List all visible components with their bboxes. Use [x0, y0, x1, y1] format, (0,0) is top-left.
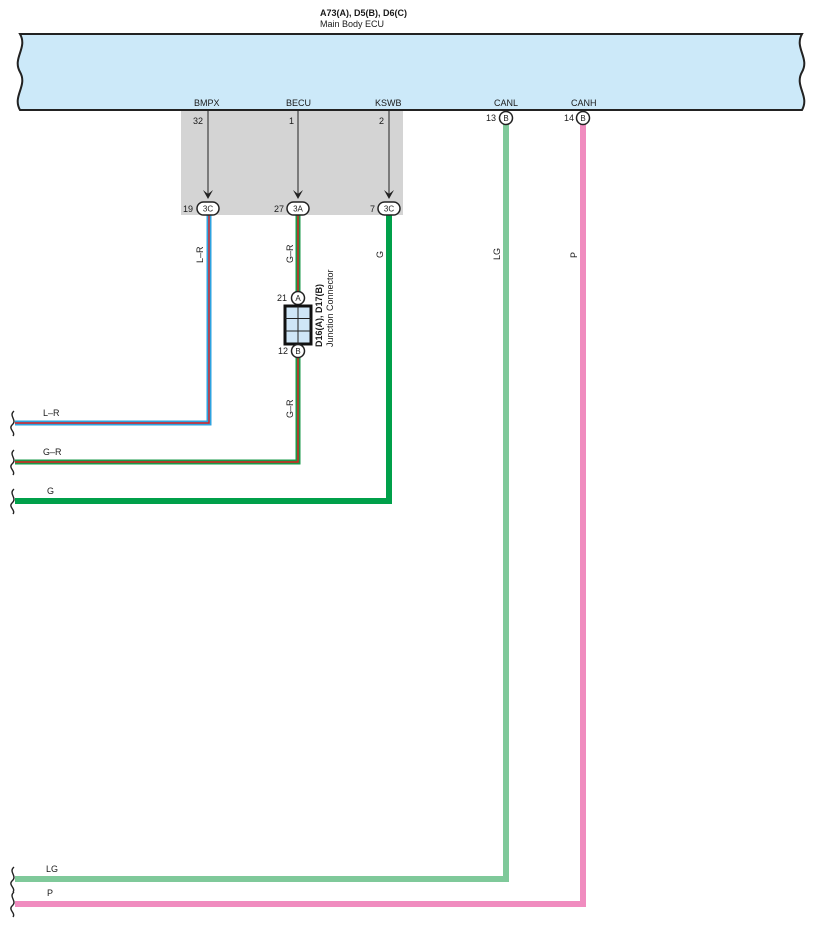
break-marker-g [10, 488, 15, 515]
wire-lg [15, 124, 509, 882]
pin-number-bmpx: 32 [193, 116, 203, 126]
pin-number-kswb: 2 [379, 116, 384, 126]
wire-label-lr: L–R [195, 246, 205, 263]
junction-pin-b [290, 343, 306, 359]
junction-code-7: 3C [384, 205, 394, 214]
can-connector-canh: B [580, 114, 585, 123]
pin-name-canl: CANL [494, 98, 518, 108]
break-marker-lr [10, 410, 15, 437]
junction-number-19: 19 [183, 204, 193, 214]
junction-pin-b-label: B [295, 347, 300, 356]
wire-label-g: G [375, 251, 385, 258]
junction-connector-title: D16(A), D17(B) [314, 284, 324, 347]
wire-label-lg: LG [492, 248, 502, 260]
wire-label-gr-lower: G–R [285, 399, 295, 418]
junction-number-27: 27 [274, 204, 284, 214]
arrow-becu [293, 190, 303, 199]
wire-gr-lower-stripe [15, 358, 299, 463]
wire-label-p: P [569, 252, 579, 258]
ecu-title: A73(A), D5(B), D6(C) [320, 8, 407, 18]
junction-pin-a-number: 21 [277, 293, 287, 303]
junction-code-27: 3A [293, 205, 303, 214]
junction-connector-subtitle: Junction Connector [325, 269, 335, 347]
shield-area [181, 111, 403, 215]
junction-number-7: 7 [370, 204, 375, 214]
pin-name-canh: CANH [571, 98, 597, 108]
ecu-subtitle: Main Body ECU [320, 19, 384, 29]
break-marker-gr [10, 449, 15, 476]
wire-lr-base [15, 215, 212, 426]
junction-pin-b-number: 12 [278, 346, 288, 356]
can-badge-canh [575, 110, 591, 126]
can-badge-canl [498, 110, 514, 126]
pin-number-canh: 14 [564, 113, 574, 123]
break-marker-lg [10, 866, 15, 893]
pin-number-canl: 13 [486, 113, 496, 123]
wire-p [15, 124, 586, 907]
junction-code-19: 3C [203, 205, 213, 214]
end-label-lg: LG [46, 864, 58, 874]
pin-number-becu: 1 [289, 116, 294, 126]
end-label-lr: L–R [43, 408, 60, 418]
junction-badge-19 [196, 201, 220, 216]
pin-name-kswb: KSWB [375, 98, 402, 108]
break-marker-p [10, 891, 15, 918]
pin-name-bmpx: BMPX [194, 98, 220, 108]
end-label-gr: G–R [43, 447, 62, 457]
arrow-bmpx [203, 190, 213, 199]
wire-g [15, 215, 392, 504]
can-connector-canl: B [503, 114, 508, 123]
wire-label-gr: G–R [285, 244, 295, 263]
junction-badge-27 [286, 201, 310, 216]
wire-lr-stripe [15, 215, 210, 424]
end-label-g: G [47, 486, 54, 496]
ecu-body [16, 33, 806, 111]
junction-pin-a-label: A [295, 294, 301, 303]
pin-name-becu: BECU [286, 98, 311, 108]
junction-badge-7 [377, 201, 401, 216]
arrow-kswb [384, 190, 394, 199]
end-label-p: P [47, 888, 53, 898]
